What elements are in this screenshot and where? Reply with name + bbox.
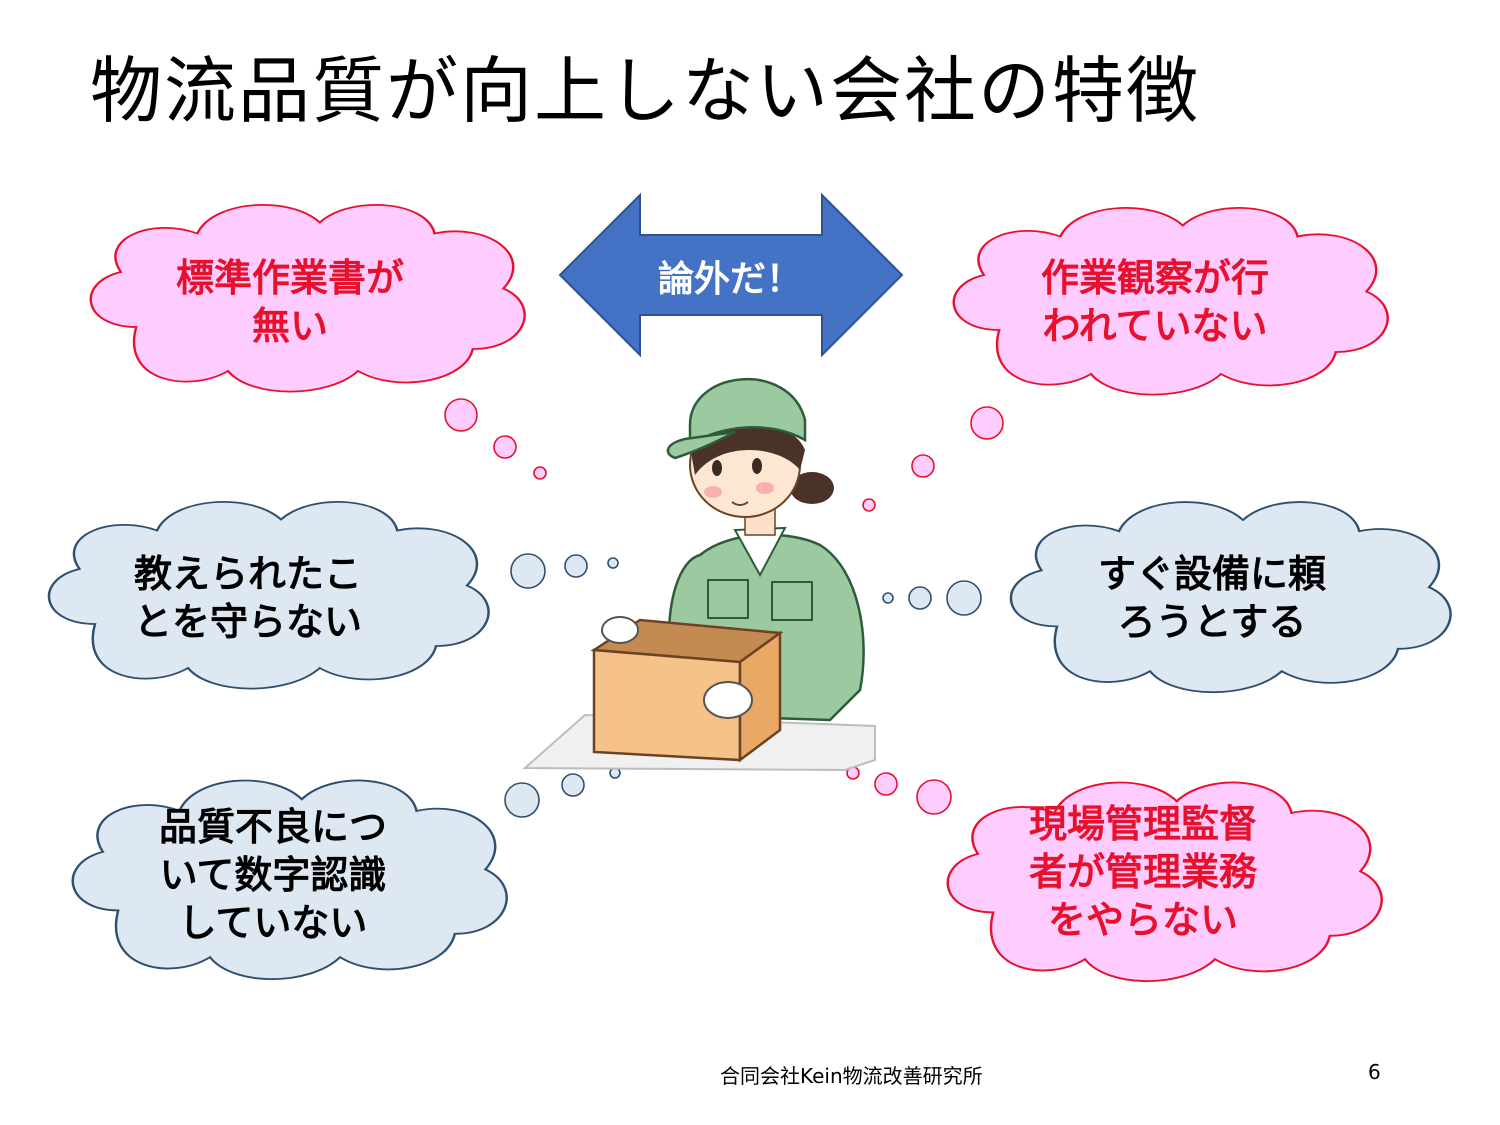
bubble-top-right-text: 作業観察が行 われていない [1040, 256, 1269, 348]
worker-illustration [522, 377, 876, 772]
arrow-label: 論外だ！ [657, 259, 802, 300]
thought-dots-bottom-right [846, 766, 952, 815]
thought-dots-bottom-left [504, 767, 621, 818]
bubble-bottom-left-text: 品質不良につ いて数字認識 していない [158, 805, 387, 945]
thought-dots-top-right [862, 406, 1004, 512]
footer-company: 合同会社Kein物流改善研究所 [720, 1064, 983, 1088]
thought-dots-top-left [444, 398, 547, 480]
thought-dots-middle-right [882, 580, 982, 616]
double-arrow [558, 192, 904, 358]
page-title: 物流品質が向上しない会社の特徴 [90, 49, 1201, 133]
bubble-bottom-right-text: 現場管理監督 者が管理業務 をやらない [1028, 802, 1257, 942]
bubble-top-left-text: 標準作業書が 無い [175, 256, 404, 348]
page-number: 6 [1368, 1060, 1381, 1084]
thought-dots-middle-left [510, 553, 619, 589]
bubble-middle-right-text: すぐ設備に頼 ろうとする [1097, 552, 1326, 644]
bubble-middle-left-text: 教えられたこ とを守らない [133, 552, 362, 644]
